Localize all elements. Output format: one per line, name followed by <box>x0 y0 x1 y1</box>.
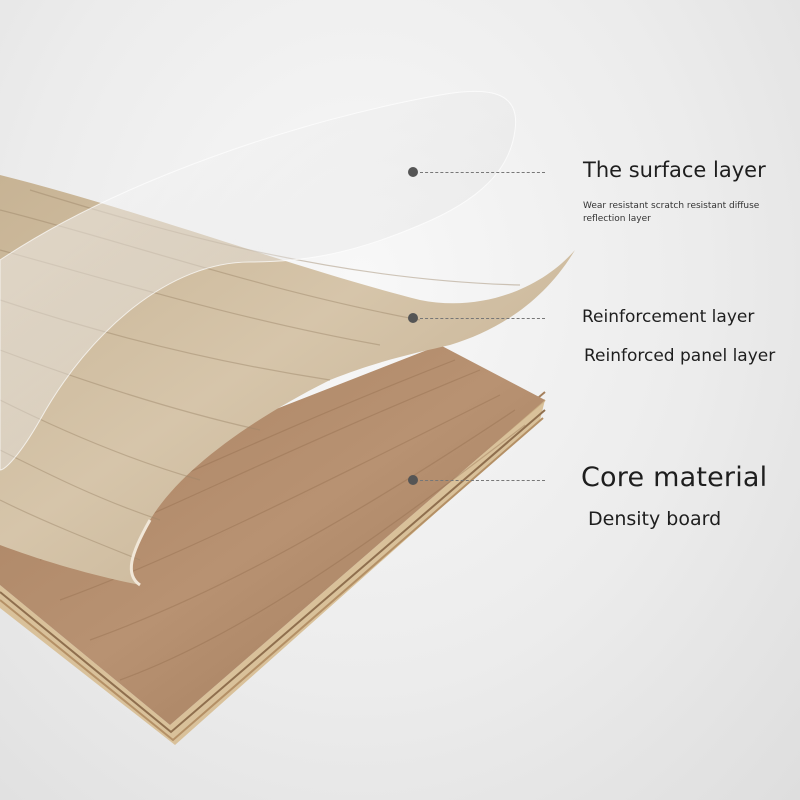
veneer-curl-edge <box>129 519 152 587</box>
core-material-leader-line <box>420 480 545 481</box>
reinforcement-layer-description: Reinforced panel layer <box>584 346 776 366</box>
core-material-description: Density board <box>588 508 722 530</box>
core-board-top <box>0 345 545 725</box>
surface-layer-description: Wear resistant scratch resistant diffuse… <box>583 201 760 224</box>
surface-layer-leader-line <box>420 172 545 173</box>
core-material-marker <box>408 475 418 485</box>
surface-layer-marker <box>408 167 418 177</box>
transparent-film <box>0 90 517 471</box>
reinforcement-layer-marker <box>408 313 418 323</box>
surface-layer-title: The surface layer <box>583 158 766 182</box>
reinforcement-layer-leader-line <box>420 318 545 319</box>
core-material-title: Core material <box>581 462 768 493</box>
reinforcement-layer-title: Reinforcement layer <box>582 307 755 327</box>
surface-layer <box>0 90 517 471</box>
